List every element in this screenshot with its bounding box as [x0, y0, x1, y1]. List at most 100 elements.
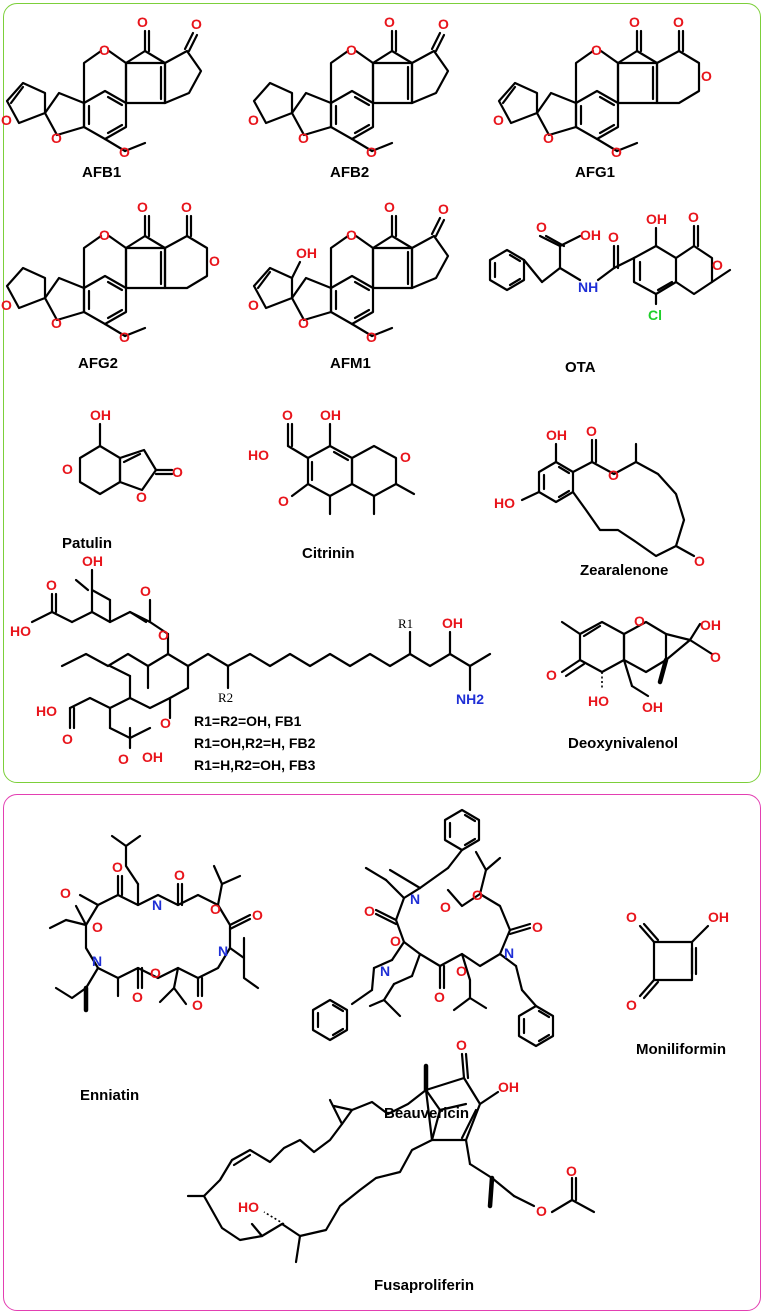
afb1-label: AFB1: [82, 164, 121, 181]
ota-o3: O: [688, 209, 699, 225]
afb2-o1: O: [384, 14, 395, 30]
afb2-o6: O: [248, 112, 259, 128]
patulin-o2: O: [136, 489, 147, 505]
afm1-o6: O: [248, 297, 259, 313]
fb-o3: O: [158, 627, 169, 643]
citrinin-o1: O: [282, 407, 293, 423]
bea-n2: N: [504, 945, 514, 961]
afb1-o6: O: [1, 112, 12, 128]
citrinin-structure: OH O HO O O: [248, 407, 416, 516]
afg1-structure: O O O O O O O: [493, 14, 712, 160]
afg2-o7: O: [1, 297, 12, 313]
fb-r2: R2: [218, 690, 233, 705]
enn-n3: N: [92, 953, 102, 969]
panel-b-mycotoxins: [3, 794, 761, 1311]
fb-o1: O: [140, 583, 151, 599]
fb-o2: O: [46, 577, 57, 593]
afg1-o4: O: [701, 68, 712, 84]
fb-oh2: OH: [142, 749, 163, 765]
afm1-o5: O: [298, 315, 309, 331]
afm1-o1: O: [384, 199, 395, 215]
afb1-o4: O: [119, 144, 130, 160]
afg2-o4: O: [209, 253, 220, 269]
fb-legend-1: R1=R2=OH, FB1: [194, 713, 302, 729]
patulin-label: Patulin: [62, 535, 112, 552]
afb1-o2: O: [191, 16, 202, 32]
patulin-o3: O: [172, 464, 183, 480]
fus-o1: O: [456, 1037, 467, 1053]
afb1-o5: O: [51, 130, 62, 146]
enn-o9: O: [60, 885, 71, 901]
fb-legend-3: R1=H,R2=OH, FB3: [194, 757, 316, 773]
beauvericin-structure: N O O O O N O O N O: [311, 808, 555, 1048]
beauvericin-label: Beauvericin: [384, 1105, 469, 1122]
afg2-structure: O O O O O O O: [1, 199, 220, 345]
ota-label: OTA: [565, 359, 596, 376]
citrinin-o2: O: [278, 493, 289, 509]
patulin-o1: O: [62, 461, 73, 477]
bea-n3: N: [380, 963, 390, 979]
ota-structure: O OH NH O OH O O Cl: [488, 209, 732, 323]
enn-o4: O: [252, 907, 263, 923]
zearalenone-structure: OH HO O O O: [494, 423, 705, 569]
patulin-oh: OH: [90, 407, 111, 423]
ota-o1: O: [536, 219, 547, 235]
zea-oh: OH: [546, 427, 567, 443]
fb-r1: R1: [398, 616, 413, 631]
afg1-o3: O: [591, 42, 602, 58]
afm1-structure: O O O OH O O O: [248, 199, 450, 345]
enn-o3: O: [210, 901, 221, 917]
afg2-label: AFG2: [78, 355, 118, 372]
enn-n2: N: [218, 943, 228, 959]
bea-o3: O: [472, 887, 483, 903]
afm1-label: AFM1: [330, 355, 371, 372]
afm1-o2: O: [438, 201, 449, 217]
ota-oh: OH: [580, 227, 601, 243]
enniatin-structure: O O N O O N O O O N O O: [48, 834, 263, 1013]
mon-o1: O: [626, 909, 637, 925]
bea-o5: O: [434, 989, 445, 1005]
zearalenone-label: Zearalenone: [580, 562, 668, 579]
afg2-o2: O: [181, 199, 192, 215]
zea-o2: O: [608, 467, 619, 483]
fus-o2: O: [536, 1203, 547, 1219]
zea-o3: O: [694, 553, 705, 569]
ota-o2: O: [608, 229, 619, 245]
fb-o4: O: [160, 715, 171, 731]
afb1-o3: O: [99, 42, 110, 58]
afb2-o3: O: [346, 42, 357, 58]
bea-o6: O: [456, 963, 467, 979]
deoxynivalenol-structure: O OH O O HO OH: [546, 613, 721, 715]
ota-o4: O: [712, 257, 723, 273]
fb-o5: O: [62, 731, 73, 747]
bea-n1: N: [410, 891, 420, 907]
afg2-o1: O: [137, 199, 148, 215]
ota-oh2: OH: [646, 211, 667, 227]
don-o2: O: [710, 649, 721, 665]
afg2-o5: O: [119, 329, 130, 345]
bea-o2: O: [440, 899, 451, 915]
enn-o2: O: [174, 867, 185, 883]
afm1-oh: OH: [296, 245, 317, 261]
afg2-o6: O: [51, 315, 62, 331]
afb2-o4: O: [366, 144, 377, 160]
don-oh2: OH: [642, 699, 663, 715]
afb2-structure: O O O O O O: [248, 14, 450, 160]
enn-o5: O: [192, 997, 203, 1013]
zea-o1: O: [586, 423, 597, 439]
don-oh1: OH: [700, 617, 721, 633]
afb1-structure: O O O O O O: [1, 14, 203, 160]
deoxynivalenol-label: Deoxynivalenol: [568, 735, 678, 752]
moniliformin-structure: O O OH: [626, 909, 729, 1013]
don-o3: O: [546, 667, 557, 683]
fb-ho2: HO: [36, 703, 57, 719]
fb-nh2: NH2: [456, 691, 484, 707]
afb2-label: AFB2: [330, 164, 369, 181]
enniatin-label: Enniatin: [80, 1087, 139, 1104]
fb-oh3: OH: [442, 615, 463, 631]
afb2-o2: O: [438, 16, 449, 32]
afm1-o3: O: [346, 227, 357, 243]
ota-cl: Cl: [648, 307, 662, 323]
fus-oh1: OH: [498, 1079, 519, 1095]
